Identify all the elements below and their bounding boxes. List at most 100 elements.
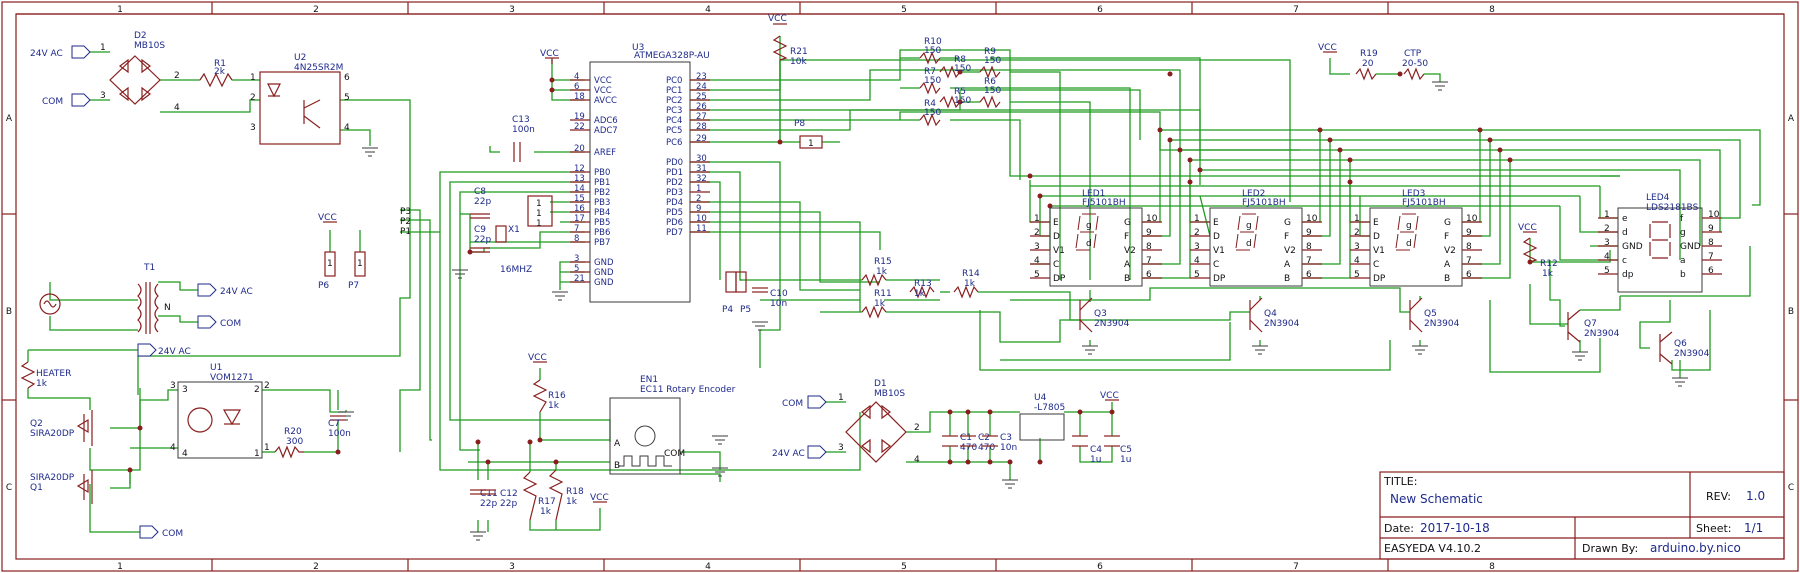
header-p4: P4	[722, 271, 737, 315]
svg-text:R9: R9	[984, 47, 996, 57]
svg-text:2k: 2k	[214, 67, 226, 77]
svg-text:C8: C8	[474, 187, 486, 197]
mosfet-q2: Q2 SIRA20DP	[30, 410, 93, 446]
col-label-top: 3	[509, 5, 515, 15]
led-pin-name: V2	[1124, 246, 1136, 256]
svg-text:VOM1271: VOM1271	[210, 373, 254, 383]
svg-text:2N3904: 2N3904	[1584, 329, 1620, 339]
led-pin-number: 9	[1466, 228, 1472, 238]
crystal-x1: X1 16MHZ	[495, 225, 532, 275]
led-pin-name: C	[1213, 260, 1219, 270]
led-pin-number: 2	[1354, 228, 1360, 238]
svg-text:1u: 1u	[1120, 455, 1131, 465]
u3-pin-number: 8	[574, 234, 579, 244]
led-pin-number: 4	[1194, 256, 1200, 266]
led4-pin-name: d	[1622, 228, 1628, 238]
vcc-symbol: VCC	[768, 14, 787, 25]
svg-text:d: d	[1246, 239, 1252, 249]
u3-pin-number: 10	[696, 214, 707, 224]
svg-text:P8: P8	[794, 119, 805, 129]
u3-pin-number: 21	[574, 274, 585, 284]
u3-pin-number: 32	[696, 174, 707, 184]
frame-row-labels: A B C A B C	[6, 114, 1795, 493]
tool-version: EASYEDA V4.10.2	[1384, 542, 1481, 555]
led-pin-name: V1	[1373, 246, 1385, 256]
col-label-bottom: 3	[509, 562, 515, 572]
svg-text:P5: P5	[740, 305, 751, 315]
u3-pin-name: PC6	[666, 138, 682, 148]
u3-pin-number: 30	[696, 154, 707, 164]
u3-pin-name: PC4	[666, 116, 682, 126]
u3-pin-number: 31	[696, 164, 707, 174]
capacitor-c8: C8 22p	[470, 187, 491, 219]
led-pin-number: 8	[1306, 242, 1312, 252]
svg-text:LED2: LED2	[1242, 189, 1265, 199]
u3-pin-name: PD1	[666, 168, 683, 178]
u3-pin-number: 11	[696, 224, 707, 234]
rev-label: REV:	[1706, 490, 1731, 503]
col-label-bottom: 1	[117, 562, 123, 572]
svg-text:g: g	[1086, 221, 1092, 231]
svg-text:R8: R8	[954, 55, 966, 65]
frame-column-labels: 1 2 3 4 5 6 7 8 1 2 3 4 5 6 7 8	[117, 5, 1495, 572]
u3-pin-number: 18	[574, 92, 585, 102]
led4-pin-number: 8	[1708, 238, 1714, 248]
net-label-bottom-com: COM	[139, 525, 183, 539]
rev-value: 1.0	[1746, 489, 1765, 503]
svg-text:R15: R15	[874, 257, 892, 267]
led-pin-name: F	[1284, 232, 1289, 242]
led-pin-name: B	[1284, 274, 1290, 284]
svg-text:C7: C7	[328, 419, 340, 429]
led-pin-number: 1	[1194, 214, 1200, 224]
svg-text:22p: 22p	[480, 499, 497, 509]
u3-pin-number: 7	[574, 224, 579, 234]
svg-text:Q2: Q2	[30, 419, 43, 429]
led-pin-name: E	[1373, 218, 1379, 228]
svg-text:150: 150	[984, 86, 1001, 96]
led4-pin-name: b	[1680, 270, 1686, 280]
svg-text:24V AC: 24V AC	[220, 287, 253, 297]
u3-pin-name: PD6	[666, 218, 683, 228]
led-pin-number: 6	[1466, 270, 1472, 280]
led-pin-number: 10	[1306, 214, 1318, 224]
u3-pin-name: PD3	[666, 188, 683, 198]
svg-text:COM: COM	[42, 97, 63, 107]
col-label-bottom: 4	[705, 562, 711, 572]
svg-text:3: 3	[100, 91, 106, 101]
svg-text:D2: D2	[134, 31, 147, 41]
led-pin-name: V1	[1053, 246, 1065, 256]
svg-text:20: 20	[1362, 59, 1374, 69]
svg-text:C5: C5	[1120, 445, 1132, 455]
led-pin-number: 6	[1146, 270, 1152, 280]
svg-text:1: 1	[838, 393, 844, 403]
led4-pin-number: 7	[1708, 252, 1714, 262]
date-label: Date:	[1384, 522, 1414, 535]
u3-pin-number: 23	[696, 72, 707, 82]
led-pin-name: A	[1444, 260, 1451, 270]
svg-text:D1: D1	[874, 379, 887, 389]
col-label-top: 6	[1097, 5, 1103, 15]
led-pin-number: 5	[1034, 270, 1040, 280]
led-pin-number: 3	[1194, 242, 1200, 252]
svg-text:1k: 1k	[914, 289, 926, 299]
u3-pin-number: 6	[574, 82, 579, 92]
u3-pin-number: 16	[574, 204, 585, 214]
svg-text:VCC: VCC	[318, 213, 337, 223]
net-label-t1-com: COM	[197, 315, 241, 329]
svg-text:d: d	[1086, 239, 1092, 249]
u3-pin-name: PB2	[594, 188, 610, 198]
svg-text:4N25SR2M: 4N25SR2M	[294, 63, 343, 73]
led4-pin-number: 9	[1708, 224, 1714, 234]
u3-pin-name: GND	[594, 268, 614, 278]
